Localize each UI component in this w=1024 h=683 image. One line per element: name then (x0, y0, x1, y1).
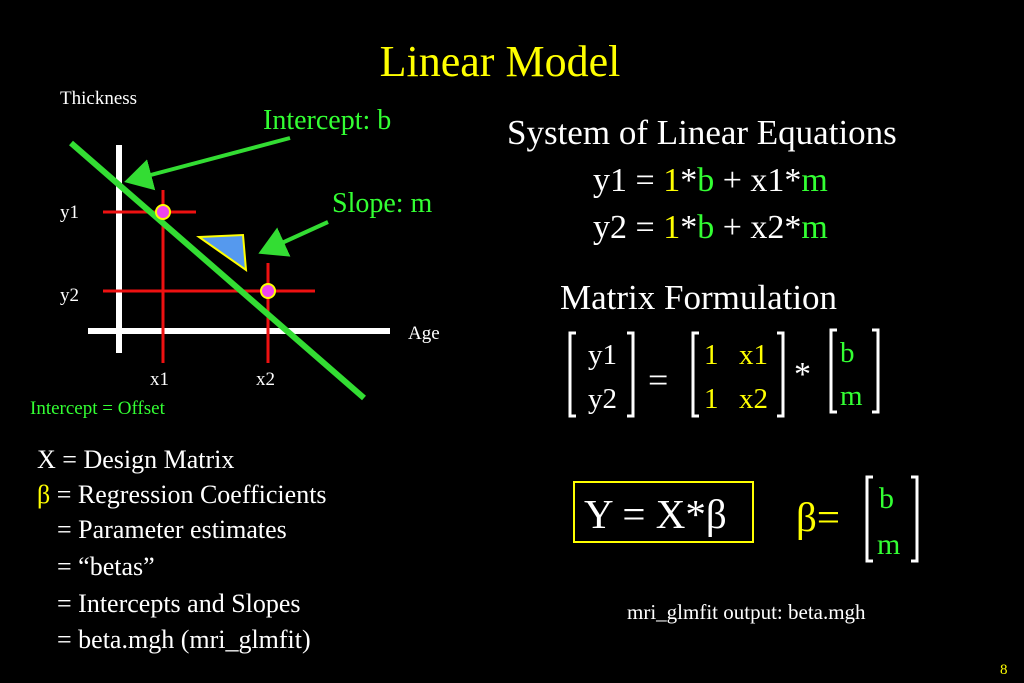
slope-arrow (258, 220, 329, 257)
data-point-1 (155, 204, 171, 220)
equation-2-m: m (801, 209, 828, 246)
y1-label: y1 (60, 202, 79, 223)
design-row-2-col-2: x2 (739, 383, 768, 415)
equation-1-lhs: y1 = (593, 162, 664, 199)
equation-1-star: * (680, 162, 698, 199)
y-vector-entry-2: y2 (588, 383, 617, 415)
matrix-equals: = (648, 360, 669, 400)
slope-triangle (196, 233, 248, 273)
page-number: 8 (1000, 662, 1008, 678)
equation-2-star: * (680, 209, 698, 246)
slide-title: Linear Model (379, 37, 621, 86)
x-axis-label: Age (408, 323, 440, 344)
intercept-label: Intercept: b (263, 105, 392, 136)
equation-2-rest: + x2* (714, 209, 802, 246)
matrix-brackets (568, 328, 919, 563)
slope-label: Slope: m (332, 188, 433, 219)
beta-vector-entry-1: b (840, 337, 855, 369)
design-row-1-col-2: x1 (739, 339, 768, 371)
output-note: mri_glmfit output: beta.mgh (627, 600, 866, 624)
y-axis-label: Thickness (60, 88, 138, 109)
definition-beta-file: = beta.mgh (mri_glmfit) (57, 625, 311, 654)
equation-2-b: b (697, 209, 715, 246)
definition-coefficients-text: = Regression Coefficients (50, 480, 327, 509)
definition-betas: = “betas” (57, 552, 155, 581)
beta-symbol: β (37, 480, 51, 509)
x1-label: x1 (150, 369, 169, 390)
data-point-2 (260, 283, 276, 299)
y-vector-entry-1: y1 (588, 339, 617, 371)
equation-1-one: 1 (663, 162, 681, 199)
definition-design-matrix: X = Design Matrix (37, 445, 235, 474)
equation-2-lhs: y2 = (593, 209, 664, 246)
definition-coefficients: β = Regression Coefficients (37, 482, 327, 508)
definition-intercepts-slopes: = Intercepts and Slopes (57, 589, 301, 618)
matrix-heading: Matrix Formulation (560, 278, 838, 317)
design-row-1-col-1: 1 (704, 339, 719, 371)
equations-heading: System of Linear Equations (507, 113, 897, 152)
equation-1-b: b (697, 162, 715, 199)
equation-1-rest: + x1* (714, 162, 802, 199)
model-beta-entry-2: m (877, 528, 901, 561)
equation-1-m: m (801, 162, 828, 199)
equation-2: y2 = 1*b + x2*m (593, 211, 828, 245)
equation-2-one: 1 (663, 209, 681, 246)
design-row-2-col-1: 1 (704, 383, 719, 415)
y2-label: y2 (60, 285, 79, 306)
equation-1: y1 = 1*b + x1*m (593, 164, 828, 198)
beta-equals: β= (796, 494, 840, 540)
beta-vector-entry-2: m (840, 380, 863, 412)
definition-parameter-estimates: = Parameter estimates (57, 515, 287, 544)
model-equation: Y = X*β (584, 491, 727, 537)
model-beta-entry-1: b (879, 482, 894, 515)
matrix-times: * (794, 356, 811, 393)
intercept-arrow (124, 136, 291, 191)
x2-label: x2 (256, 369, 275, 390)
fit-line (69, 140, 366, 401)
intercept-note: Intercept = Offset (30, 398, 165, 419)
model-equation-box (573, 481, 754, 543)
